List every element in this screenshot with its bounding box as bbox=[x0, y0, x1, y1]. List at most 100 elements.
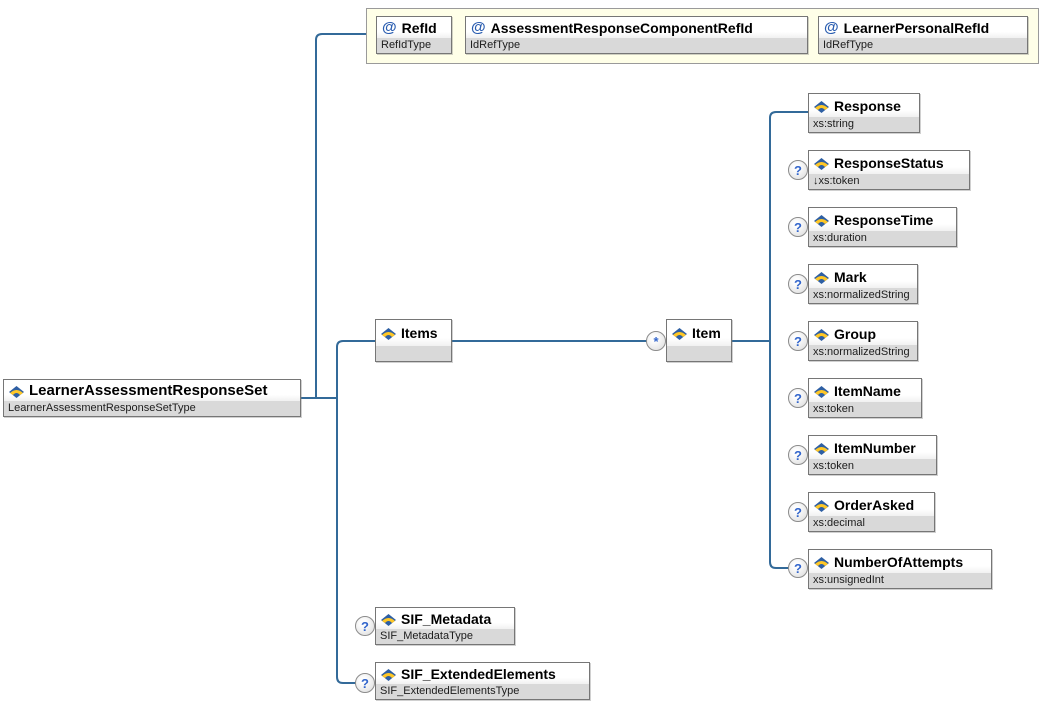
element-type: xs:token bbox=[809, 402, 921, 417]
element-node-items[interactable]: Items bbox=[375, 319, 452, 362]
element-type: xs:normalizedString bbox=[809, 345, 917, 360]
element-icon bbox=[814, 100, 829, 113]
element-title: ItemNumber bbox=[809, 436, 936, 459]
optional-indicator: ? bbox=[788, 160, 808, 180]
attribute-name: RefId bbox=[401, 19, 437, 36]
element-name: LearnerAssessmentResponseSet bbox=[29, 382, 268, 399]
element-type: xs:duration bbox=[809, 231, 956, 246]
element-type: xs:normalizedString bbox=[809, 288, 917, 303]
element-name: NumberOfAttempts bbox=[834, 553, 964, 570]
optional-indicator: ? bbox=[788, 558, 808, 578]
element-name: SIF_ExtendedElements bbox=[401, 665, 556, 682]
attribute-title: @ AssessmentResponseComponentRefId bbox=[466, 17, 807, 38]
attribute-icon: @ bbox=[471, 19, 486, 36]
element-node-item-name[interactable]: ItemName xs:token bbox=[808, 378, 922, 418]
element-name: Response bbox=[834, 97, 901, 114]
optional-indicator: ? bbox=[355, 673, 375, 693]
element-type: SIF_MetadataType bbox=[376, 629, 514, 644]
element-node-item[interactable]: Item bbox=[666, 319, 732, 362]
element-node-mark[interactable]: Mark xs:normalizedString bbox=[808, 264, 918, 304]
element-node-item-number[interactable]: ItemNumber xs:token bbox=[808, 435, 937, 475]
element-node-order-asked[interactable]: OrderAsked xs:decimal bbox=[808, 492, 935, 532]
attribute-node-assessment-response-component-refid[interactable]: @ AssessmentResponseComponentRefId IdRef… bbox=[465, 16, 808, 54]
right-trunk-line bbox=[769, 111, 808, 569]
left-trunk-line bbox=[336, 340, 375, 684]
element-node-response[interactable]: Response xs:string bbox=[808, 93, 920, 133]
element-name: Mark bbox=[834, 268, 867, 285]
attribute-node-learner-personal-refid[interactable]: @ LearnerPersonalRefId IdRefType bbox=[818, 16, 1028, 54]
element-name: SIF_Metadata bbox=[401, 610, 492, 627]
optional-indicator: ? bbox=[788, 217, 808, 237]
optional-indicator: ? bbox=[788, 274, 808, 294]
element-type: xs:unsignedInt bbox=[809, 573, 991, 588]
element-title: ResponseTime bbox=[809, 208, 956, 231]
attribute-type: IdRefType bbox=[819, 38, 1027, 53]
element-title: Items bbox=[376, 320, 451, 346]
element-icon bbox=[381, 327, 396, 340]
attribute-title: @ LearnerPersonalRefId bbox=[819, 17, 1027, 38]
element-icon bbox=[814, 271, 829, 284]
element-type: ↓xs:token bbox=[809, 174, 969, 189]
element-icon bbox=[814, 385, 829, 398]
repeat-indicator: * bbox=[646, 331, 666, 351]
optional-indicator: ? bbox=[355, 616, 375, 636]
element-icon bbox=[381, 613, 396, 626]
element-title: Item bbox=[667, 320, 731, 346]
element-type: xs:decimal bbox=[809, 516, 934, 531]
element-node-number-of-attempts[interactable]: NumberOfAttempts xs:unsignedInt bbox=[808, 549, 992, 589]
element-title: SIF_ExtendedElements bbox=[376, 663, 589, 684]
element-title: ResponseStatus bbox=[809, 151, 969, 174]
element-name: ResponseStatus bbox=[834, 154, 944, 171]
optional-indicator: ? bbox=[788, 331, 808, 351]
element-node-sif-extended-elements[interactable]: SIF_ExtendedElements SIF_ExtendedElement… bbox=[375, 662, 590, 700]
element-icon bbox=[814, 556, 829, 569]
element-title: Group bbox=[809, 322, 917, 345]
attribute-name: AssessmentResponseComponentRefId bbox=[490, 19, 753, 36]
element-name: ResponseTime bbox=[834, 211, 934, 228]
optional-indicator: ? bbox=[788, 445, 808, 465]
element-title: OrderAsked bbox=[809, 493, 934, 516]
element-node-learner-assessment-response-set[interactable]: LearnerAssessmentResponseSet LearnerAsse… bbox=[3, 379, 301, 417]
element-type: SIF_ExtendedElementsType bbox=[376, 684, 589, 699]
element-node-response-time[interactable]: ResponseTime xs:duration bbox=[808, 207, 957, 247]
element-icon bbox=[814, 499, 829, 512]
element-node-response-status[interactable]: ResponseStatus ↓xs:token bbox=[808, 150, 970, 190]
optional-indicator: ? bbox=[788, 388, 808, 408]
element-title: SIF_Metadata bbox=[376, 608, 514, 629]
element-name: ItemName bbox=[834, 382, 901, 399]
element-icon bbox=[814, 442, 829, 455]
element-type: xs:string bbox=[809, 117, 919, 132]
attribute-type: RefIdType bbox=[377, 38, 451, 53]
element-title: NumberOfAttempts bbox=[809, 550, 991, 573]
element-icon bbox=[814, 328, 829, 341]
element-icon bbox=[381, 668, 396, 681]
attribute-riser-line bbox=[315, 33, 366, 398]
element-title: ItemName bbox=[809, 379, 921, 402]
element-name: OrderAsked bbox=[834, 496, 915, 513]
attribute-name: LearnerPersonalRefId bbox=[843, 19, 990, 36]
element-type bbox=[667, 346, 731, 361]
attribute-type: IdRefType bbox=[466, 38, 807, 53]
element-name: Group bbox=[834, 325, 876, 342]
element-type bbox=[376, 346, 451, 361]
attribute-node-refid[interactable]: @ RefId RefIdType bbox=[376, 16, 452, 54]
element-name: Items bbox=[401, 325, 438, 341]
attribute-icon: @ bbox=[382, 19, 397, 36]
attribute-title: @ RefId bbox=[377, 17, 451, 38]
element-icon bbox=[672, 327, 687, 340]
element-node-group[interactable]: Group xs:normalizedString bbox=[808, 321, 918, 361]
element-name: ItemNumber bbox=[834, 439, 916, 456]
element-title: Mark bbox=[809, 265, 917, 288]
element-node-sif-metadata[interactable]: SIF_Metadata SIF_MetadataType bbox=[375, 607, 515, 645]
element-type: LearnerAssessmentResponseSetType bbox=[4, 401, 300, 416]
element-title: Response bbox=[809, 94, 919, 117]
attribute-icon: @ bbox=[824, 19, 839, 36]
element-type: xs:token bbox=[809, 459, 936, 474]
element-icon bbox=[814, 157, 829, 170]
element-icon bbox=[9, 385, 24, 398]
element-title: LearnerAssessmentResponseSet bbox=[4, 380, 300, 401]
element-name: Item bbox=[692, 325, 721, 341]
optional-indicator: ? bbox=[788, 502, 808, 522]
